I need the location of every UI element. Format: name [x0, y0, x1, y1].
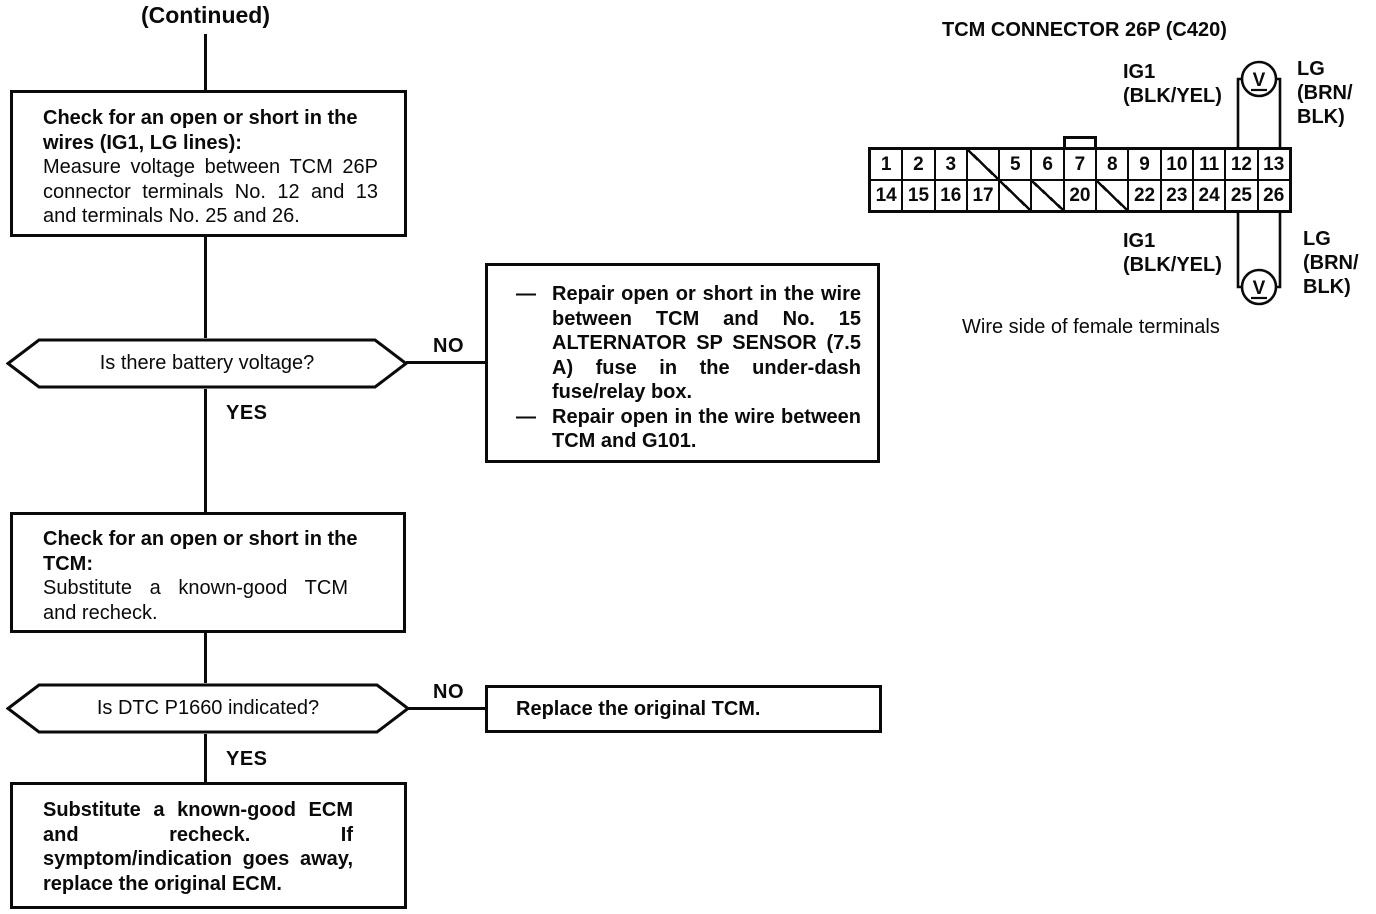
- step1-box: Check for an open or short in the wires …: [10, 90, 407, 237]
- connector-pin-17: 17: [965, 181, 998, 210]
- replace-tcm-text: Replace the original TCM.: [516, 697, 761, 720]
- connector-pin-20: 20: [1062, 181, 1095, 210]
- connector-title: TCM CONNECTOR 26P (C420): [942, 19, 1227, 41]
- repair-item-text: Repair open or short in the wire between…: [552, 283, 861, 403]
- repair-item: — Repair open or short in the wire betwe…: [516, 282, 861, 405]
- step2-box: Check for an open or short in the TCM: S…: [10, 512, 406, 633]
- decision1-no-label: NO: [433, 335, 464, 357]
- decision1-hexagon: Is there battery voltage?: [6, 338, 408, 389]
- step1-title: Check for an open or short in the wires …: [43, 107, 358, 154]
- voltmeter-top-icon: V: [1240, 60, 1278, 98]
- wire-top-right: [1276, 77, 1282, 148]
- replace-tcm-box: Replace the original TCM.: [485, 685, 882, 733]
- connector-pin-blank: [1095, 181, 1128, 210]
- decision1-yes-label: YES: [226, 402, 268, 424]
- connector-pin-15: 15: [901, 181, 933, 210]
- wire-side-caption: Wire side of female terminals: [962, 316, 1220, 338]
- connector-pin-25: 25: [1224, 181, 1256, 210]
- label-line: IG1: [1123, 230, 1156, 252]
- flow-line-decision1-step2: [204, 389, 207, 512]
- hexagon-outline: [6, 338, 408, 389]
- label-line: (BLK/YEL): [1123, 85, 1222, 107]
- hexagon-shape-icon: [6, 683, 410, 734]
- label-line: BLK): [1297, 106, 1345, 128]
- dash-bullet-icon: —: [516, 283, 536, 305]
- label-line: (BRN/: [1297, 82, 1353, 104]
- voltmeter-symbol: V: [1253, 70, 1266, 91]
- final-ecm-box: Substitute a known-good ECM and recheck.…: [10, 782, 407, 909]
- connector-pin-12: 12: [1224, 150, 1256, 179]
- repair-item-text: Repair open in the wire between TCM and …: [552, 405, 861, 453]
- decision2-no-label: NO: [433, 681, 464, 703]
- dash-bullet-icon: —: [516, 405, 536, 428]
- connector-pin-11: 11: [1191, 150, 1224, 179]
- wire-bottom-left: [1236, 213, 1242, 289]
- step2-body: Substitute a known-good TCM and recheck.: [43, 577, 348, 624]
- no1-connector-line: [406, 361, 485, 364]
- connector-pin-16: 16: [933, 181, 966, 210]
- connector-pin-9: 9: [1127, 150, 1159, 179]
- connector-pin-3: 3: [933, 150, 966, 179]
- final-ecm-text: Substitute a known-good ECM and recheck.…: [43, 799, 353, 895]
- connector-pin-blank: [998, 181, 1031, 210]
- voltmeter-wiring: V V: [1236, 60, 1282, 306]
- ig1-bottom-label: IG1 (BLK/YEL): [1123, 229, 1222, 277]
- hexagon-outline: [6, 683, 410, 734]
- decision2-hexagon: Is DTC P1660 indicated?: [6, 683, 410, 734]
- label-line: (BRN/: [1303, 252, 1359, 274]
- lg-bottom-label: LG (BRN/ BLK): [1303, 227, 1359, 299]
- connector-pin-24: 24: [1191, 181, 1224, 210]
- connector-pin-6: 6: [1030, 150, 1062, 179]
- step2-title: Check for an open or short in the TCM:: [43, 528, 358, 575]
- hexagon-shape-icon: [6, 338, 408, 389]
- flow-line-step2-decision2: [204, 633, 207, 683]
- no2-connector-line: [408, 707, 485, 710]
- connector-pin-8: 8: [1095, 150, 1127, 179]
- label-line: IG1: [1123, 61, 1156, 83]
- ig1-top-label: IG1 (BLK/YEL): [1123, 60, 1222, 108]
- connector-pin-2: 2: [901, 150, 933, 179]
- voltmeter-circle: [1240, 60, 1278, 98]
- label-line: LG: [1303, 228, 1331, 250]
- connector-pin-10: 10: [1159, 150, 1192, 179]
- connector-pin-7: 7: [1062, 150, 1095, 179]
- repair-item: — Repair open in the wire between TCM an…: [516, 405, 861, 454]
- decision1-question: Is there battery voltage?: [99, 352, 315, 374]
- label-line: BLK): [1303, 276, 1351, 298]
- voltmeter-bottom-icon: V: [1240, 268, 1278, 306]
- connector-pin-23: 23: [1159, 181, 1192, 210]
- connector-pin-14: 14: [875, 184, 897, 206]
- decision2-yes-label: YES: [226, 748, 268, 770]
- connector-pin-26: 26: [1256, 181, 1289, 210]
- label-line: (BLK/YEL): [1123, 254, 1222, 276]
- lg-top-label: LG (BRN/ BLK): [1297, 57, 1353, 129]
- top-voltmeter-wires: [1236, 77, 1282, 148]
- connector-pin-22: 22: [1127, 181, 1159, 210]
- bottom-voltmeter-wires: [1236, 213, 1282, 289]
- voltmeter-symbol: V: [1253, 278, 1266, 299]
- connector-pin-blank: [965, 150, 999, 179]
- label-line: LG: [1297, 58, 1325, 80]
- decision2-question: Is DTC P1660 indicated?: [96, 697, 320, 719]
- voltmeter-circle: [1240, 268, 1278, 306]
- repair-actions-box: — Repair open or short in the wire betwe…: [485, 263, 880, 463]
- wire-bottom-right: [1276, 213, 1282, 289]
- continued-label: (Continued): [140, 2, 270, 28]
- connector-pin-13: 13: [1256, 150, 1289, 179]
- wire-top-left: [1236, 77, 1242, 148]
- flow-line-top: [204, 34, 207, 90]
- flow-line-decision2-final: [204, 734, 207, 782]
- step1-body: Measure voltage between TCM 26P connecto…: [43, 156, 378, 227]
- connector-pin-blank: [1030, 181, 1063, 210]
- connector-pin-5: 5: [998, 150, 1030, 179]
- connector-pin-1: 1: [880, 153, 892, 175]
- flow-line-step1-decision1: [204, 237, 207, 338]
